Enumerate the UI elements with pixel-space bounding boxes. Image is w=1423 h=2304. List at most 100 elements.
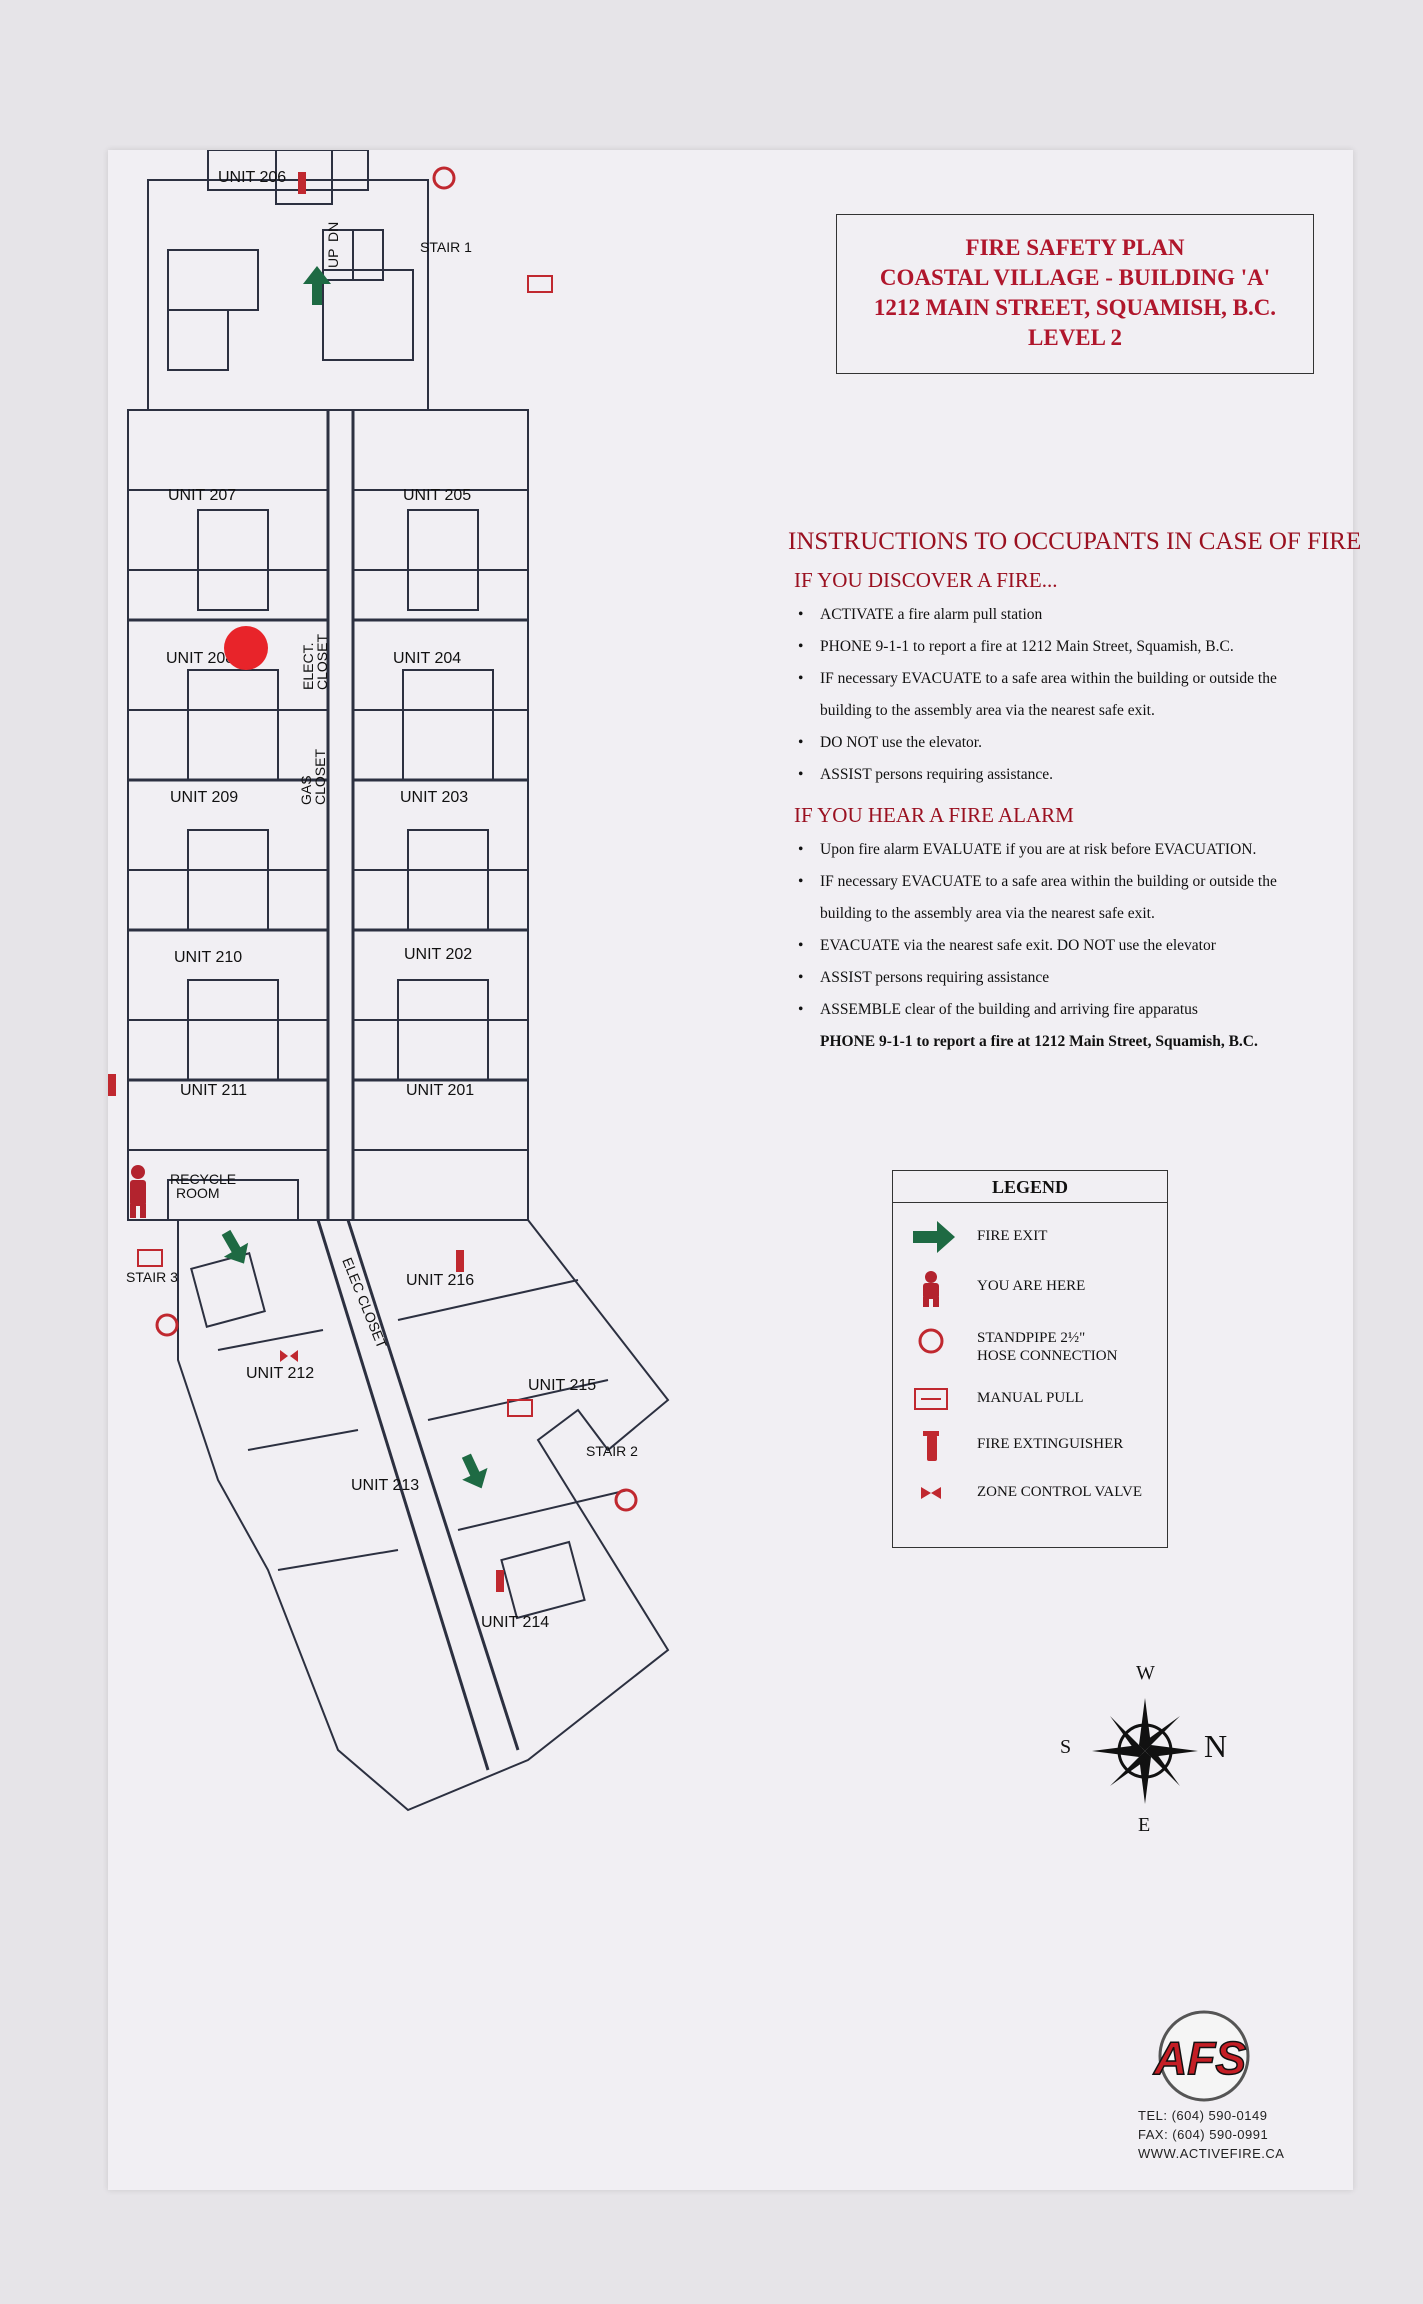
- legend-label: FIRE EXTINGUISHER: [977, 1436, 1124, 1452]
- unit-label: UNIT 201: [406, 1082, 474, 1099]
- wall: [247, 1429, 359, 1451]
- afs-logo: AFS: [1152, 2010, 1250, 2102]
- legend: LEGEND FIRE EXIT YOU ARE HERE STANDPIPE …: [892, 1170, 1168, 1548]
- title-box: FIRE SAFETY PLAN COASTAL VILLAGE - BUILD…: [836, 214, 1314, 374]
- list-item: EVACUATE via the nearest safe exit. DO N…: [798, 930, 1348, 962]
- standpipe-icon: [155, 1313, 179, 1337]
- list-item: IF necessary EVACUATE to a safe area wit…: [798, 663, 1348, 695]
- compass-w: W: [1136, 1662, 1155, 1684]
- green-arrow-icon: [913, 1221, 955, 1253]
- unit-label: UNIT 215: [528, 1377, 596, 1394]
- extinguisher-icon: [456, 1250, 464, 1272]
- title-line: 1212 MAIN STREET, SQUAMISH, B.C.: [873, 295, 1277, 320]
- unit-label: UNIT 216: [406, 1272, 474, 1289]
- legend-item-you-are-here: YOU ARE HERE: [893, 1269, 1169, 1309]
- phone-number: TEL: (604) 590-0149: [1138, 2108, 1268, 2123]
- bathroom: [397, 979, 489, 1081]
- contact-info: TEL: (604) 590-0149 FAX: (604) 590-0991 …: [1138, 2106, 1284, 2163]
- instructions: INSTRUCTIONS TO OCCUPANTS IN CASE OF FIR…: [788, 528, 1362, 1058]
- discover-heading: IF YOU DISCOVER A FIRE...: [794, 568, 1058, 592]
- manual-pull-icon: [914, 1388, 948, 1410]
- recycle-room-label: ROOM: [176, 1185, 220, 1201]
- compass-rose-icon: [1092, 1698, 1198, 1804]
- unit-label: UNIT 206: [218, 169, 286, 186]
- wall: [207, 150, 369, 191]
- wall: [397, 1279, 579, 1321]
- website-link[interactable]: WWW.ACTIVEFIRE.CA: [1138, 2146, 1285, 2161]
- legend-title: LEGEND: [893, 1171, 1167, 1203]
- wall: [217, 1329, 324, 1351]
- list-item-continuation: PHONE 9-1-1 to report a fire at 1212 Mai…: [820, 1033, 1258, 1050]
- title-line: FIRE SAFETY PLAN: [965, 235, 1185, 260]
- floor-plan: UNIT 206 UNIT 207 UNIT 205 UNIT 208 UNIT…: [108, 150, 670, 1812]
- list-item-continuation: building to the assembly area via the ne…: [820, 702, 1155, 719]
- list-item: ASSIST persons requiring assistance.: [798, 759, 1348, 791]
- legend-label: HOSE CONNECTION: [977, 1348, 1118, 1364]
- manual-pull-icon: [137, 1249, 163, 1267]
- extinguisher-icon: [298, 172, 306, 194]
- fire-safety-plan-sheet: UNIT 206 UNIT 207 UNIT 205 UNIT 208 UNIT…: [108, 150, 1362, 2190]
- bathroom: [197, 509, 269, 611]
- extinguisher-icon: [923, 1431, 939, 1461]
- dn-label: DN: [325, 222, 341, 242]
- elect-closet-label: CLOSET: [314, 634, 330, 690]
- gas-closet-label: CLOSET: [312, 749, 328, 805]
- legend-label: ZONE CONTROL VALVE: [977, 1484, 1143, 1500]
- afs-logo-text: AFS: [1153, 2032, 1246, 2084]
- legend-label: YOU ARE HERE: [977, 1278, 1086, 1294]
- legend-item-fire-exit: FIRE EXIT: [893, 1219, 1169, 1259]
- stair-3-label: STAIR 3: [126, 1269, 178, 1285]
- discover-list: DO NOT use the elevator. ASSIST persons …: [788, 727, 1348, 791]
- corridor-wall: [316, 1219, 490, 1771]
- unit-label: UNIT 211: [180, 1082, 247, 1099]
- manual-pull-icon: [527, 275, 553, 293]
- valve-icon: [921, 1487, 941, 1499]
- list-item: ACTIVATE a fire alarm pull station: [798, 599, 1348, 631]
- bathroom: [187, 669, 279, 781]
- standpipe-icon: [432, 166, 456, 190]
- legend-label: MANUAL PULL: [977, 1390, 1084, 1406]
- list-item: DO NOT use the elevator.: [798, 727, 1348, 759]
- instructions-heading: INSTRUCTIONS TO OCCUPANTS IN CASE OF FIR…: [788, 528, 1362, 555]
- list-item: Upon fire alarm EVALUATE if you are at r…: [798, 834, 1348, 866]
- extinguisher-icon: [496, 1570, 504, 1592]
- bathroom: [187, 829, 269, 931]
- extinguisher-icon: [108, 1074, 116, 1096]
- unit-label: UNIT 205: [403, 487, 471, 504]
- bathroom: [402, 669, 494, 781]
- gas-closet-label: GAS: [298, 775, 314, 805]
- unit-label: UNIT 203: [400, 789, 468, 806]
- manual-pull-icon: [507, 1399, 533, 1417]
- unit-label: UNIT 208: [166, 650, 234, 667]
- unit-label: UNIT 202: [404, 946, 472, 963]
- stair-3: [190, 1252, 266, 1328]
- alarm-list: EVACUATE via the nearest safe exit. DO N…: [788, 930, 1348, 1026]
- unit-label: UNIT 213: [351, 1477, 419, 1494]
- wall: [177, 1219, 670, 1812]
- fire-exit-arrow-icon: [461, 1453, 488, 1489]
- stair-2: [500, 1540, 586, 1620]
- corridor-wall: [346, 1219, 520, 1751]
- legend-label: FIRE EXIT: [977, 1228, 1048, 1244]
- list-item: IF necessary EVACUATE to a safe area wit…: [798, 866, 1348, 898]
- unit-label: UNIT 209: [170, 789, 238, 806]
- unit-label: UNIT 210: [174, 949, 242, 966]
- wall: [147, 179, 429, 411]
- bathroom: [407, 509, 479, 611]
- fax-number: FAX: (604) 590-0991: [1138, 2127, 1269, 2142]
- you-are-here-dot: [224, 626, 268, 670]
- wall: [167, 309, 229, 371]
- up-label: UP: [325, 249, 341, 268]
- list-item-continuation: building to the assembly area via the ne…: [820, 905, 1155, 922]
- legend-label: STANDPIPE 2½": [977, 1330, 1086, 1346]
- legend-item-standpipe: STANDPIPE 2½" HOSE CONNECTION: [893, 1321, 1169, 1364]
- person-icon: [923, 1271, 939, 1307]
- title-line: LEVEL 2: [1028, 325, 1122, 350]
- fire-exit-arrow-icon: [221, 1229, 249, 1264]
- legend-item-fire-extinguisher: FIRE EXTINGUISHER: [893, 1427, 1169, 1467]
- wall: [275, 150, 333, 205]
- unit-label: UNIT 204: [393, 650, 461, 667]
- wall: [277, 1549, 399, 1571]
- list-item: ASSIST persons requiring assistance: [798, 962, 1348, 994]
- legend-item-manual-pull: MANUAL PULL: [893, 1381, 1169, 1421]
